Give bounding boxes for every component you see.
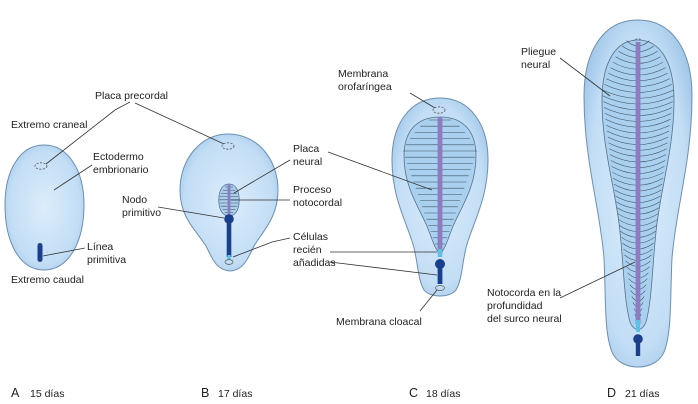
leader-placa-precordal-a: [45, 101, 131, 165]
label-membrana-oro-1: Membrana: [338, 68, 388, 80]
label-ectodermo-1: Ectodermo: [93, 151, 144, 163]
stage-captions: A 15 días B 17 días C 18 días D 21 días: [11, 386, 659, 400]
label-placa-neural-1: Placa: [293, 143, 319, 155]
stage-a-primitive-streak: [37, 243, 43, 262]
leader-notocorda: [559, 261, 636, 299]
stage-c-notochord: [437, 117, 443, 254]
stage-c-oropharyngeal-membrane: [432, 106, 446, 114]
label-celulas-2: recién: [293, 244, 322, 256]
label-notocorda-2: profundidad: [487, 300, 543, 312]
stage-d-new-cells: [636, 320, 640, 332]
stage-d-group: [583, 19, 693, 368]
label-pliegue-2: neural: [521, 59, 550, 71]
stage-c-primitive-streak: [437, 265, 443, 284]
stage-c-cloacal-membrane: [435, 285, 445, 291]
leader-celulas-c2: [329, 261, 438, 276]
stage-b-prechordal-plate: [221, 142, 235, 150]
label-extremo-craneal: Extremo craneal: [11, 119, 87, 131]
label-placa-precordal: Placa precordal: [95, 90, 168, 102]
leader-linea-primitiva: [42, 247, 86, 257]
stage-b-group: [179, 133, 279, 272]
stage-a-disc: [4, 144, 85, 271]
label-celulas-1: Células: [293, 231, 328, 243]
caption-a-letter: A: [11, 386, 20, 400]
caption-c-days: 18 días: [426, 388, 460, 400]
leader-membrana-cloacal: [419, 289, 438, 312]
stage-c-primitive-node: [435, 259, 445, 269]
labels: Placa precordal Extremo craneal Ectoderm…: [11, 46, 562, 328]
caption-c-letter: C: [409, 386, 418, 400]
stage-a-prechordal-plate: [34, 162, 48, 170]
stage-d-notochord: [635, 42, 641, 324]
stage-d-primitive-node: [633, 334, 643, 344]
label-proceso-1: Proceso: [293, 184, 332, 196]
leader-placa-precordal-b: [134, 102, 225, 145]
caption-b-letter: B: [201, 386, 209, 400]
label-notocorda-3: del surco neural: [487, 313, 562, 325]
label-celulas-3: añadidas: [293, 257, 336, 269]
label-placa-neural-2: neural: [293, 156, 322, 168]
stage-d-primitive-streak: [635, 340, 641, 356]
leader-placa-neural-c: [327, 151, 433, 191]
label-membrana-cloacal: Membrana cloacal: [336, 316, 422, 328]
leader-lines: [42, 57, 636, 312]
leader-nodo-primitivo: [157, 206, 225, 219]
caption-d-days: 21 días: [625, 388, 659, 400]
stage-b-cloacal-membrane: [224, 259, 234, 265]
stage-c-new-cells: [437, 249, 443, 257]
label-pliegue-1: Pliegue: [521, 46, 556, 58]
label-linea-2: primitiva: [87, 254, 126, 266]
caption-b-days: 17 días: [218, 388, 252, 400]
caption-a-days: 15 días: [30, 388, 64, 400]
stage-b-primitive-node: [224, 214, 234, 224]
label-membrana-oro-2: orofaríngea: [338, 81, 392, 93]
caption-d-letter: D: [607, 386, 616, 400]
leader-celulas-b: [232, 237, 291, 258]
label-notocorda-1: Notocorda en la: [487, 287, 561, 299]
label-ectodermo-2: embrionario: [93, 164, 149, 176]
leader-placa-neural-b: [233, 159, 291, 194]
leader-ectodermo: [53, 164, 93, 191]
leader-membrana-orofaringea: [409, 92, 436, 109]
label-extremo-caudal: Extremo caudal: [11, 274, 84, 286]
stage-a-group: [4, 144, 85, 271]
leader-pliegue-neural: [559, 57, 611, 97]
label-nodo-2: primitivo: [122, 207, 161, 219]
label-nodo-1: Nodo: [122, 194, 147, 206]
label-linea-1: Línea: [87, 241, 113, 253]
stage-b-primitive-streak: [226, 220, 232, 257]
label-proceso-2: notocordal: [293, 197, 342, 209]
stage-b-new-cells: [227, 255, 231, 260]
stage-c-group: [391, 97, 489, 297]
stage-b-notochordal-process: [227, 184, 231, 216]
